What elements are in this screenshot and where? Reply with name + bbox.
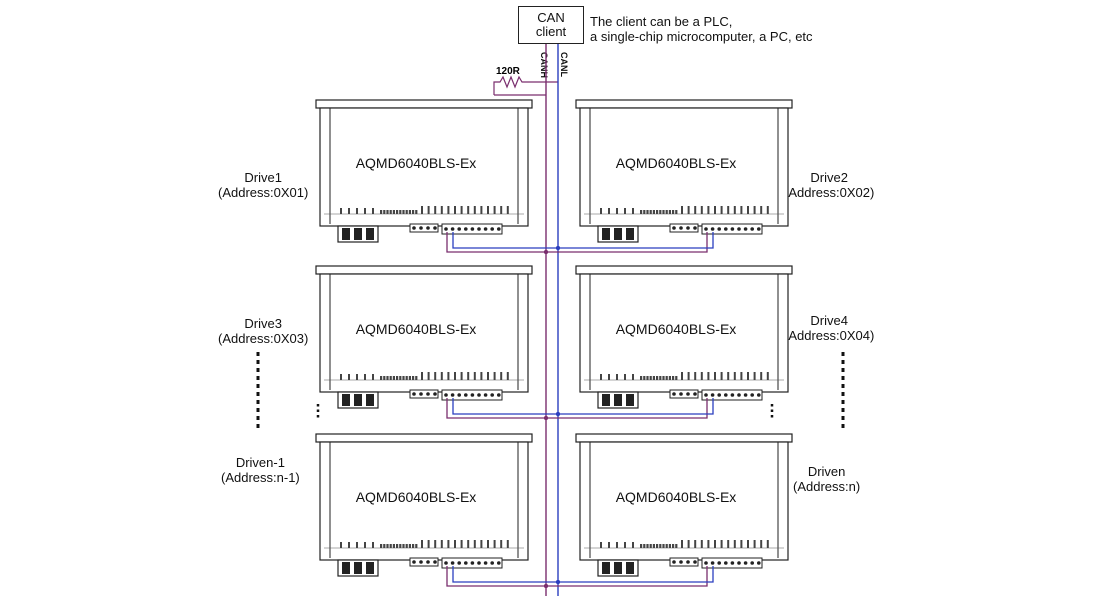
drive-1-label: Drive1 (Address:0X01) [218,170,308,200]
canl-label: CANL [559,52,569,77]
client-note: The client can be a PLC, a single-chip m… [590,14,813,44]
canl-drop-2 [558,232,714,249]
drive-3-label: Drive3 (Address:0X03) [218,316,308,346]
drive-n-1-label: Driven-1 (Address:n-1) [221,455,300,485]
can-client-title-line2: client [535,24,567,39]
canh-drop-1 [446,232,546,253]
canh-drop-2 [546,232,708,253]
canl-drop-1 [452,232,558,249]
drive-n-address: (Address:n) [793,479,861,494]
canl-junction [556,412,560,416]
can-client-title-line1: CAN [537,10,565,25]
drive-1-address: (Address:0X01) [218,185,309,200]
canl-drop-4 [558,398,714,415]
canh-drop-3 [446,398,546,419]
drive-n-name: Driven [807,464,846,479]
canh-junction [544,250,548,254]
drive-2-address: (Address:0X02) [784,185,875,200]
drive-unit-1: AQMD6040BLS-Ex [315,99,533,243]
canl-junction [556,580,560,584]
drive-2-name: Drive2 [810,170,848,185]
drive-unit-4: AQMD6040BLS-Ex [575,265,793,409]
drive-2-label: Drive2 (Address:0X02) [784,170,874,200]
canh-drop-6 [546,566,708,587]
drive-n-label: Driven (Address:n) [793,464,860,494]
drive-4-name: Drive4 [810,313,848,328]
wires-layer [446,232,714,588]
continuation-dots [256,352,845,430]
canl-drop-5 [452,566,558,583]
canh-drop-4 [546,398,708,419]
drive-model-label: AQMD6040BLS-Ex [616,321,737,337]
drive-model-label: AQMD6040BLS-Ex [616,155,737,171]
can-client-box: CAN client [518,6,584,44]
client-note-line1: The client can be a PLC, [590,14,733,29]
canl-drop-6 [558,566,714,583]
drive-model-label: AQMD6040BLS-Ex [356,321,477,337]
canl-drop-3 [452,398,558,415]
canh-label: CANH [539,52,549,78]
drive-unit-2: AQMD6040BLS-Ex [575,99,793,243]
drive-model-label: AQMD6040BLS-Ex [356,489,477,505]
canl-junction [556,246,560,250]
drive-1-name: Drive1 [244,170,282,185]
drive-3-address: (Address:0X03) [218,331,309,346]
drive-unit-6: AQMD6040BLS-Ex [575,433,793,577]
termination-resistor: 120R [493,66,558,96]
drive-n-1-address: (Address:n-1) [221,470,300,485]
resistor-label: 120R [496,66,521,77]
drive-unit-5: AQMD6040BLS-Ex [315,433,533,577]
drive-model-label: AQMD6040BLS-Ex [616,489,737,505]
canh-junction [544,416,548,420]
drive-n-1-name: Driven-1 [235,455,285,470]
drive-4-address: (Address:0X04) [784,328,875,343]
drive-4-label: Drive4 (Address:0X04) [784,313,874,343]
drive-unit-3: AQMD6040BLS-Ex [315,265,533,409]
canh-drop-5 [446,566,546,587]
client-note-line2: a single-chip microcomputer, a PC, etc [590,29,813,44]
canh-junction [544,584,548,588]
drive-3-name: Drive3 [244,316,282,331]
drive-model-label: AQMD6040BLS-Ex [356,155,477,171]
